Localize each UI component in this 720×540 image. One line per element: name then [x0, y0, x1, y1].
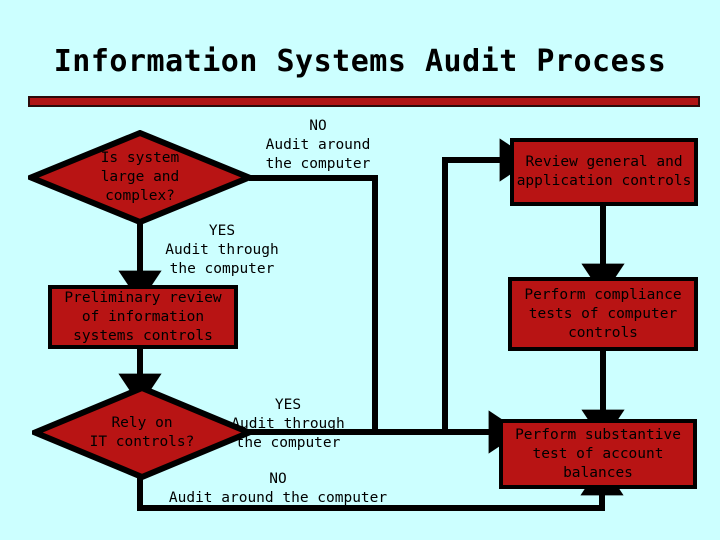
decision-is-system-large-complex[interactable]: Is system large and complex?	[28, 130, 252, 225]
process-preliminary-review[interactable]: Preliminary review of information system…	[48, 285, 238, 349]
page-title: Information Systems Audit Process	[53, 44, 667, 79]
process-label: Perform substantive test of account bala…	[515, 426, 681, 481]
edge-label-yes-audit-through-top: YES Audit through the computer	[165, 223, 279, 277]
process-label: Preliminary review of information system…	[64, 289, 222, 344]
process-perform-compliance-tests[interactable]: Perform compliance tests of computer con…	[508, 277, 698, 351]
diamond-shape	[28, 130, 252, 225]
process-label: Review general and application controls	[516, 154, 692, 189]
decision-label: Is system large and complex?	[100, 150, 180, 204]
process-label: Perform compliance tests of computer con…	[524, 286, 682, 341]
process-review-general-application-controls[interactable]: Review general and application controls	[510, 138, 698, 206]
decision-rely-on-it-controls[interactable]: Rely on IT controls?	[32, 385, 252, 480]
edge-label-yes-audit-through-bottom: YES Audit through the computer	[231, 397, 345, 451]
title-divider-bar	[28, 96, 700, 107]
edge-yes-to-review-general	[247, 138, 533, 435]
edge-label-no-audit-around-bottom: NO Audit around the computer	[168, 471, 388, 506]
decision-label: Rely on IT controls?	[89, 414, 195, 450]
edge-no-to-substantive	[249, 175, 522, 454]
edge-label-no-audit-around-top: NO Audit around the computer	[265, 118, 371, 172]
process-perform-substantive-test[interactable]: Perform substantive test of account bala…	[499, 419, 697, 489]
diamond-shape	[32, 385, 252, 480]
edge-no-to-substantive-bottom	[137, 462, 624, 511]
